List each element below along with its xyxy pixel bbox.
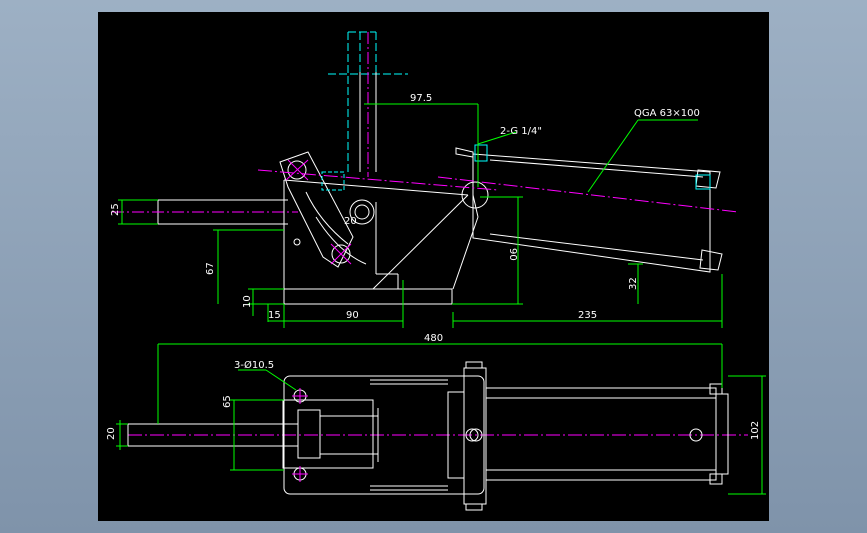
clamp-assembly-drawing: 97.5 25 67 10 15 90 90 20 32 235 480 65 … — [106, 31, 766, 511]
dim-480: 480 — [424, 333, 443, 344]
linkage-arm — [279, 151, 375, 268]
cylinder-axis-centerline — [437, 176, 739, 213]
base-plate — [283, 224, 453, 305]
cylinder-port-hidden — [474, 144, 711, 190]
plan-cylinder — [447, 361, 729, 511]
body-bracket — [283, 179, 479, 290]
hidden-slot — [321, 171, 345, 191]
dim-97-5: 97.5 — [410, 93, 432, 104]
dim-65: 65 — [222, 395, 233, 408]
dim-32: 32 — [628, 277, 639, 290]
dim-20-bar: 20 — [106, 427, 117, 440]
dim-102: 102 — [750, 421, 761, 440]
link-axis-centerline — [257, 169, 499, 191]
plunger-outline — [359, 72, 377, 172]
dim-20-angle: 20 — [344, 216, 357, 227]
cad-drawing-canvas: 97.5 25 67 10 15 90 90 20 32 235 480 65 … — [98, 12, 769, 521]
dim-15: 15 — [268, 310, 281, 321]
plan-view — [116, 343, 766, 511]
pivot-hole — [293, 238, 301, 246]
cylinder-body — [455, 147, 723, 273]
plan-hole-centerlines — [292, 388, 308, 482]
dim-25: 25 — [110, 203, 121, 216]
dim-10: 10 — [242, 295, 253, 308]
port-label: 2-G 1/4" — [500, 126, 542, 137]
hole-label: 3-Ø10.5 — [234, 359, 274, 371]
cylinder-pivot — [461, 181, 489, 209]
dim-67: 67 — [205, 262, 216, 275]
dimension-texts: 97.5 25 67 10 15 90 90 20 32 235 480 65 … — [106, 93, 761, 440]
arm-centerlines — [285, 159, 352, 265]
dim-90-horizontal: 90 — [346, 310, 359, 321]
plan-bar — [127, 423, 298, 447]
dim-235: 235 — [578, 310, 597, 321]
dim-90-vertical: 90 — [507, 248, 518, 261]
plan-dimension-lines — [116, 343, 766, 495]
elevation-dimension-lines — [118, 103, 723, 328]
plan-rack-marks — [370, 383, 448, 487]
cylinder-model-label: QGA 63×100 — [634, 108, 700, 119]
elevation-view — [112, 31, 739, 328]
